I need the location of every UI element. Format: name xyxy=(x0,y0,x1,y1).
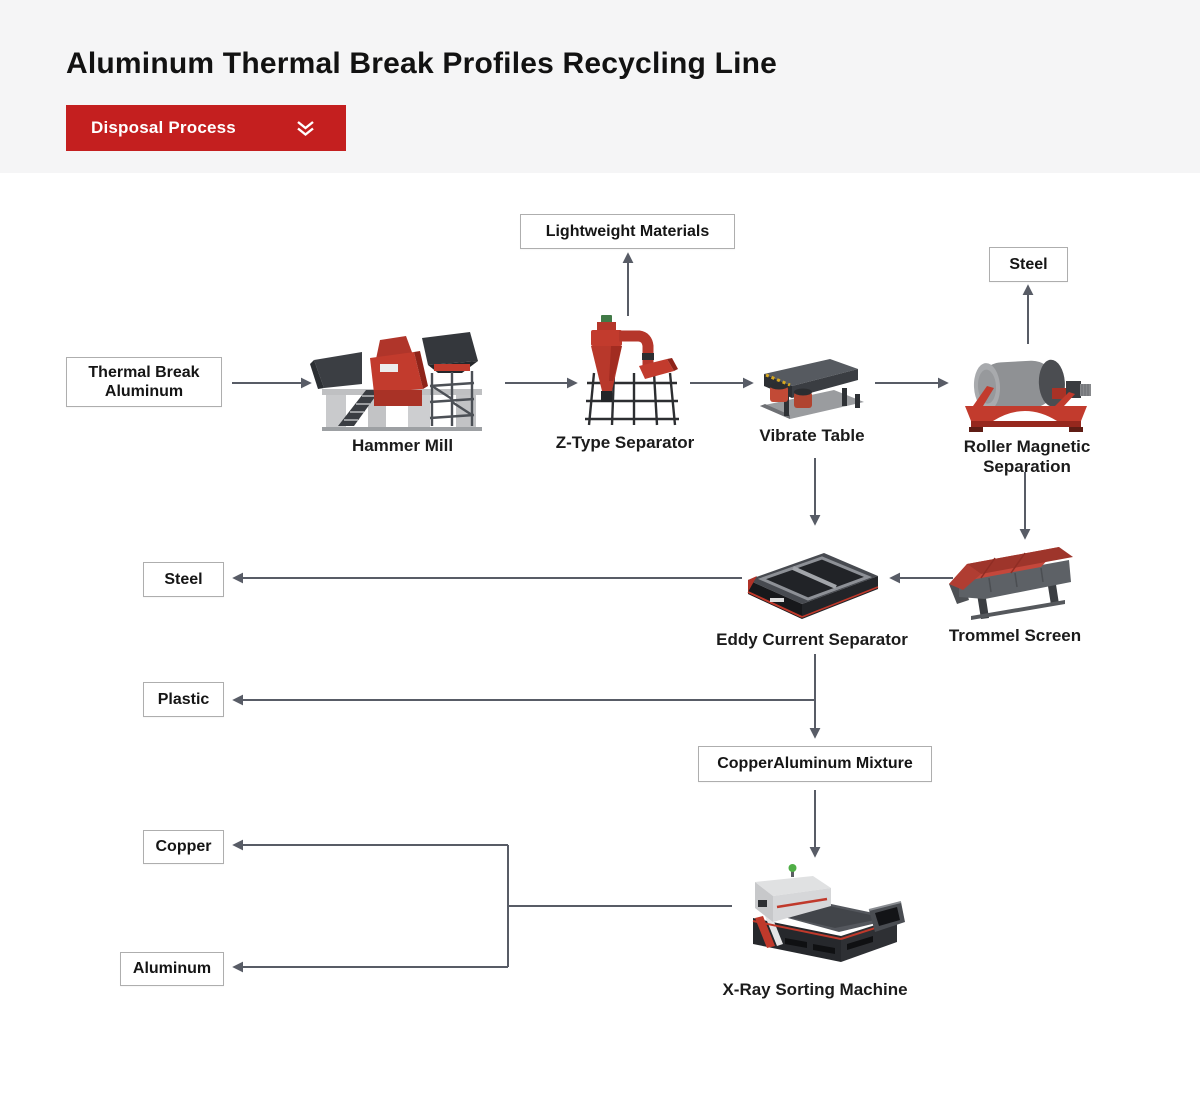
machine-vibrate-table: Vibrate Table xyxy=(756,356,868,446)
page-header: Aluminum Thermal Break Profiles Recyclin… xyxy=(0,0,1200,173)
machine-label-x-ray-sorting-machine: X-Ray Sorting Machine xyxy=(722,980,908,999)
trommel-screen-illustration xyxy=(949,547,1073,620)
io-box-copper-aluminum-mixture: CopperAluminum Mixture xyxy=(698,746,932,782)
x-ray-sorting-machine-illustration xyxy=(752,864,905,962)
eddy-current-separator-illustration xyxy=(747,553,879,619)
z-type-separator-illustration xyxy=(585,315,679,426)
disposal-process-button[interactable]: Disposal Process xyxy=(66,105,346,151)
machine-eddy-current-separator: Eddy Current Separator xyxy=(716,540,908,650)
machine-x-ray-sorting-machine: X-Ray Sorting Machine xyxy=(722,860,908,1000)
roller-magnetic-separation-illustration xyxy=(965,359,1091,432)
machine-label-roller-magnetic-separation: Roller Magnetic Separation xyxy=(963,437,1091,477)
page-title: Aluminum Thermal Break Profiles Recyclin… xyxy=(66,47,778,80)
machine-hammer-mill: Hammer Mill xyxy=(310,328,495,456)
machine-label-trommel-screen: Trommel Screen xyxy=(948,626,1082,645)
machine-label-eddy-current-separator: Eddy Current Separator xyxy=(716,630,908,649)
machine-label-vibrate-table: Vibrate Table xyxy=(759,426,865,445)
io-box-thermal-break-aluminum: Thermal Break Aluminum xyxy=(66,357,222,407)
io-box-aluminum: Aluminum xyxy=(120,952,224,986)
io-box-copper: Copper xyxy=(143,830,224,864)
io-box-steel-left: Steel xyxy=(143,562,224,597)
chevron-double-down-icon xyxy=(297,120,314,136)
disposal-process-label: Disposal Process xyxy=(91,118,236,137)
machine-trommel-screen: Trommel Screen xyxy=(947,542,1083,646)
machine-roller-magnetic-separation: Roller Magnetic Separation xyxy=(957,348,1097,478)
io-box-lightweight-materials: Lightweight Materials xyxy=(520,214,735,249)
vibrate-table-illustration xyxy=(760,359,864,419)
io-box-steel-top: Steel xyxy=(989,247,1068,282)
machine-label-z-type-separator: Z-Type Separator xyxy=(555,433,695,452)
hammer-mill-illustration xyxy=(310,332,482,431)
machine-label-hammer-mill: Hammer Mill xyxy=(351,436,454,455)
io-box-plastic: Plastic xyxy=(143,682,224,717)
machine-z-type-separator: Z-Type Separator xyxy=(556,311,694,453)
